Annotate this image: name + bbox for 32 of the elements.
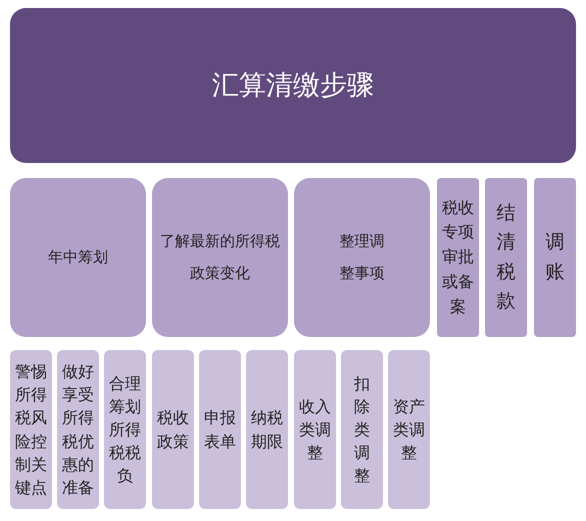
title-box: [10, 8, 576, 163]
detail-box: [104, 350, 146, 509]
step-label: 税收专项审批或备案: [442, 196, 474, 318]
step-label: 合理筹划所得税税负: [109, 372, 141, 488]
step-label: 资产类调整: [393, 396, 425, 464]
step-box: [485, 178, 527, 337]
step-label: 申报表单: [204, 407, 236, 452]
detail-box: [57, 350, 99, 509]
step-box: [152, 178, 288, 337]
step-label: 做好享受所得税优惠的准备: [62, 360, 94, 499]
step-label: 税收政策: [157, 407, 189, 452]
step-box: [10, 178, 146, 337]
detail-box: [246, 350, 288, 509]
detail-box: [199, 350, 241, 509]
step-label: 收入类调整: [299, 396, 331, 464]
step-box: [437, 178, 479, 337]
detail-box: [152, 350, 194, 509]
detail-box: [10, 350, 52, 509]
step-label: 扣除类调整: [354, 372, 370, 488]
step-box: [534, 178, 576, 337]
detail-box: [388, 350, 430, 509]
step-label: 了解最新的所得税政策变化: [160, 231, 280, 284]
step-label: 结清税款: [496, 200, 516, 314]
detail-box: [341, 350, 383, 509]
step-box: [294, 178, 430, 337]
detail-box: [294, 350, 336, 509]
step-label: 调账: [546, 230, 564, 284]
step-label: 纳税期限: [251, 407, 283, 452]
step-label: 年中筹划: [47, 246, 109, 268]
step-label: 警惕所得税风险控制关键点: [15, 360, 47, 499]
step-label: 整理调整事项: [340, 231, 384, 284]
title-text: 汇算清缴步骤: [212, 68, 374, 102]
